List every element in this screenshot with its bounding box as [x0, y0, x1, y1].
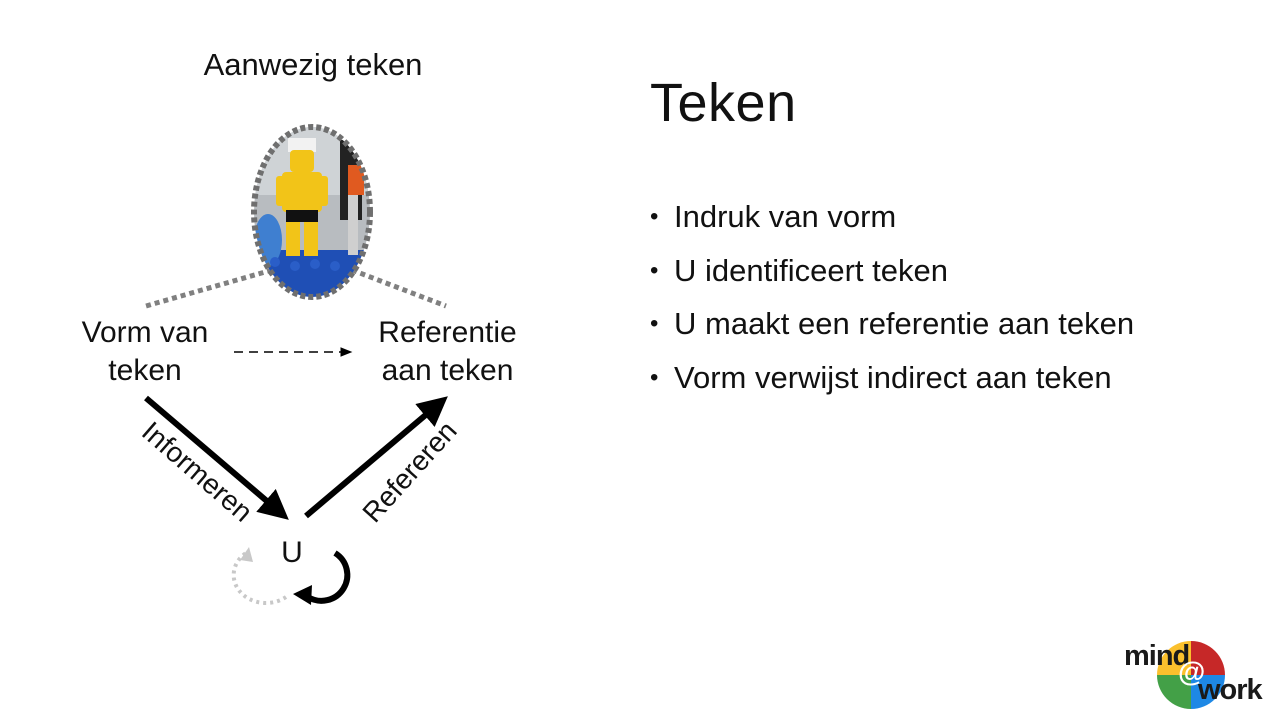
form-of-sign-line-1: Vorm van	[81, 316, 209, 349]
bullet-dot-icon: •	[650, 256, 659, 284]
connector-right-dotted	[351, 267, 447, 309]
mind-at-work-logo: mind @ work	[1120, 638, 1270, 710]
bullet-item: • Indruk van vorm	[650, 190, 1134, 244]
bullet-item: • Vorm verwijst indirect aan teken	[650, 351, 1134, 405]
bullet-item: • U maakt een referentie aan teken	[650, 297, 1134, 351]
bullet-item: • U identificeert teken	[650, 244, 1134, 298]
u-label: U	[281, 536, 303, 569]
self-loop-arrow-head	[293, 585, 312, 605]
logo-wheel-segment	[1157, 641, 1191, 675]
connector-left-dotted	[145, 267, 273, 309]
logo-word-work: work	[1198, 674, 1263, 706]
image-dotted-border	[251, 124, 373, 300]
faint-self-loop	[231, 551, 288, 605]
faint-self-loop-head	[240, 547, 253, 562]
bullet-text: Vorm verwijst indirect aan teken	[674, 359, 1112, 395]
self-loop-arrow	[306, 550, 351, 604]
logo-wheel-segment	[1191, 675, 1225, 709]
present-sign-label: Aanwezig teken	[203, 47, 423, 82]
bullet-text: U identificeert teken	[674, 252, 948, 288]
form-of-sign-label: Vorm van teken	[60, 314, 230, 390]
reference-line-2: aan teken	[381, 354, 514, 387]
bullet-dot-icon: •	[650, 363, 659, 391]
logo-wheel-segment	[1191, 641, 1225, 675]
bullet-list: •Indruk van vorm •U identificeert teken …	[650, 190, 1134, 404]
logo-at-sign: @	[1178, 656, 1206, 687]
bullet-dot-icon: •	[650, 203, 659, 230]
informeren-arrow	[144, 395, 289, 520]
bullet-text: U maakt een referentie aan teken	[674, 306, 1135, 341]
logo-wheel-segment	[1157, 675, 1191, 709]
bullet-text: Indruk van vorm	[674, 199, 897, 234]
logo-word-mind: mind	[1124, 640, 1190, 672]
slide-title: Teken	[650, 73, 797, 133]
refereren-arrow	[304, 396, 448, 519]
bullet-dot-icon: •	[650, 310, 659, 337]
logo-color-wheel	[1157, 641, 1225, 709]
reference-line-1: Referentie	[378, 316, 517, 349]
form-of-sign-line-2: teken	[108, 354, 182, 387]
reference-to-sign-label: Referentie aan teken	[355, 314, 540, 390]
